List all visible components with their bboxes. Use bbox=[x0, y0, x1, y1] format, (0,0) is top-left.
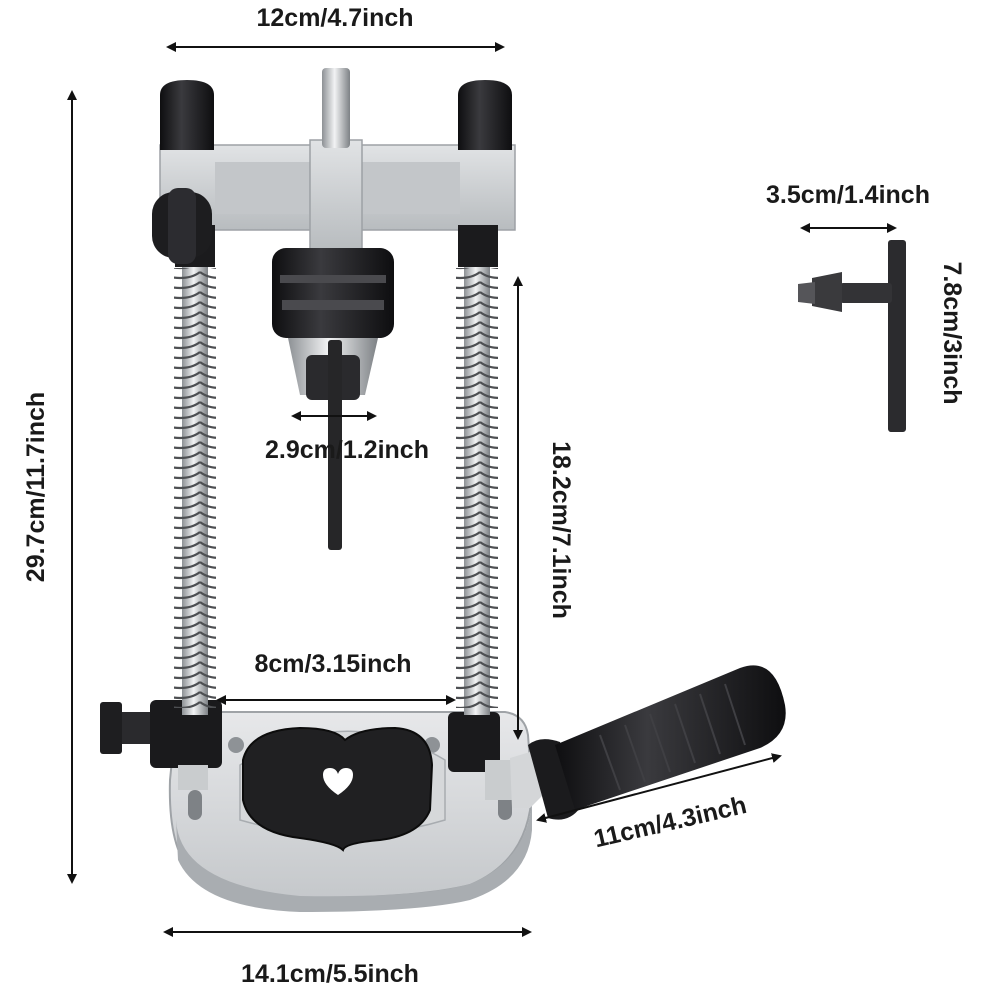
key-width-label: 3.5cm/1.4inch bbox=[766, 181, 930, 209]
drill-guide-product bbox=[100, 68, 786, 912]
left-base-clamp bbox=[100, 700, 222, 790]
base-width-label: 14.1cm/5.5inch bbox=[241, 960, 419, 988]
chuck-width-label: 2.9cm/1.2inch bbox=[265, 436, 429, 464]
right-spring bbox=[456, 268, 498, 708]
inner-width-label: 8cm/3.15inch bbox=[254, 650, 411, 678]
chuck-key bbox=[798, 240, 906, 432]
heart-pad bbox=[242, 726, 434, 852]
top-width-label: 12cm/4.7inch bbox=[256, 4, 413, 32]
top-crossbar bbox=[159, 139, 516, 267]
drill-bit bbox=[328, 340, 342, 550]
drill-shank bbox=[322, 68, 350, 148]
handle-length-arrow bbox=[536, 753, 782, 823]
right-base-clamp bbox=[448, 712, 515, 800]
key-length-label: 7.8cm/3inch bbox=[938, 261, 966, 404]
top-lock-knob bbox=[152, 188, 212, 264]
side-handle bbox=[510, 665, 786, 820]
travel-height-label: 18.2cm/7.1inch bbox=[547, 441, 575, 619]
total-height-label: 29.7cm/11.7inch bbox=[22, 392, 50, 582]
right-rubber-cap bbox=[458, 80, 512, 150]
left-rubber-cap bbox=[160, 80, 214, 150]
left-spring bbox=[174, 268, 216, 708]
heart-hole-icon bbox=[323, 768, 353, 795]
